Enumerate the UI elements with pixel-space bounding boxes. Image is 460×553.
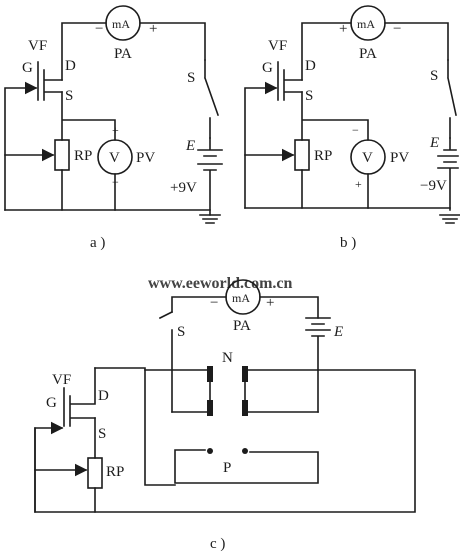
diagram-a-s-label: S bbox=[65, 88, 73, 104]
diagram-c-p-left-terminal bbox=[207, 448, 213, 454]
diagram-b: mA PA + − S E −9V VF G D S RP V PV − + b… bbox=[244, 5, 460, 251]
diagram-b-gate-wire bbox=[244, 81, 278, 209]
diagram-a-switch-label: S bbox=[187, 70, 195, 86]
diagram-c-switch-label: S bbox=[177, 324, 185, 340]
diagram-b-s-label: S bbox=[305, 88, 313, 104]
diagram-b-source-wire bbox=[301, 91, 369, 209]
diagram-b-e-label: E bbox=[429, 135, 439, 151]
diagram-a-v-label: V bbox=[109, 150, 120, 166]
diagram-c-p-label: P bbox=[223, 460, 231, 476]
diagram-a-switch bbox=[203, 59, 220, 139]
diagram-c-s-label: S bbox=[98, 426, 106, 442]
diagram-a-wire-top-right bbox=[139, 22, 206, 61]
diagram-b-caption: b ) bbox=[340, 235, 356, 251]
diagram-b-d-label: D bbox=[305, 58, 316, 74]
diagram-a-ground-icon bbox=[199, 214, 221, 224]
diagram-a-gate-wire bbox=[4, 81, 38, 211]
diagram-b-switch-label: S bbox=[430, 68, 438, 84]
diagram-c-p-wires bbox=[174, 449, 319, 484]
diagram-b-rp bbox=[294, 139, 310, 171]
diagram-a-voltage-label: +9V bbox=[170, 180, 197, 196]
diagram-b-v-label: V bbox=[362, 150, 373, 166]
diagram-c-n-wires bbox=[144, 369, 319, 413]
diagram-c-d-label: D bbox=[98, 388, 109, 404]
diagram-a-pa-label: PA bbox=[114, 46, 132, 62]
diagram-c-pa-left-sign: − bbox=[210, 295, 218, 311]
diagram-a-pa-right-sign: + bbox=[149, 21, 157, 37]
diagram-c-n-right-top bbox=[242, 366, 248, 382]
diagram-a-source-wire bbox=[61, 91, 116, 211]
diagram-b-ammeter-label: mA bbox=[357, 17, 375, 31]
diagram-a-d-label: D bbox=[65, 58, 76, 74]
diagram-b-transistor bbox=[277, 61, 303, 101]
diagram-a-pv-label: PV bbox=[136, 150, 155, 166]
diagram-a-ammeter-label: mA bbox=[112, 17, 130, 31]
diagram-a-caption: a ) bbox=[90, 235, 105, 251]
diagram-b-voltage-label: −9V bbox=[420, 178, 447, 194]
diagram-c-wire-drain bbox=[94, 367, 176, 486]
diagram-c-ammeter-label: mA bbox=[232, 291, 250, 305]
diagram-b-pv-bottom-sign: + bbox=[355, 177, 362, 191]
diagram-b-pa-left-sign: + bbox=[339, 21, 347, 37]
diagram-b-wire-top-right bbox=[384, 22, 449, 61]
diagram-b-wire-drain bbox=[301, 22, 352, 81]
diagram-c-e-label: E bbox=[333, 324, 343, 340]
diagram-c-gate-wire bbox=[34, 421, 64, 513]
diagram-b-ground-icon bbox=[439, 214, 460, 224]
diagram-c-rp bbox=[87, 457, 103, 489]
diagram-b-battery bbox=[437, 137, 459, 211]
diagram-c-switch bbox=[158, 310, 174, 413]
diagram-c: mA PA − + S E N P VF G D S bbox=[34, 279, 416, 552]
diagram-c-wire-top-right bbox=[259, 296, 319, 319]
diagram-a-wire-drain bbox=[61, 22, 107, 81]
diagram-c-battery bbox=[305, 317, 331, 413]
diagram-c-n-label: N bbox=[222, 350, 233, 366]
diagram-c-n-right-bottom bbox=[242, 400, 248, 416]
diagram-c-wire-outer bbox=[34, 369, 416, 513]
diagram-b-pa-right-sign: − bbox=[393, 21, 401, 37]
diagram-b-rp-label: RP bbox=[314, 148, 332, 164]
diagram-c-vf-label: VF bbox=[52, 372, 71, 388]
diagram-b-g-label: G bbox=[262, 60, 273, 76]
diagram-c-g-label: G bbox=[46, 395, 57, 411]
diagram-c-caption: c ) bbox=[210, 536, 225, 552]
diagram-c-pa-right-sign: + bbox=[266, 295, 274, 311]
diagram-b-switch bbox=[447, 59, 457, 139]
diagram-c-rp-label: RP bbox=[106, 464, 124, 480]
diagram-a-pv-top-sign: + bbox=[112, 123, 119, 137]
diagram-a-pa-left-sign: − bbox=[95, 21, 103, 37]
diagram-a: mA PA − + S E +9V VF G D S RP V P bbox=[4, 5, 223, 251]
diagram-b-vf-label: VF bbox=[268, 38, 287, 54]
diagram-c-pa-label: PA bbox=[233, 318, 251, 334]
diagram-a-battery bbox=[197, 137, 223, 216]
diagram-b-pa-label: PA bbox=[359, 46, 377, 62]
diagram-c-n-left-top bbox=[207, 366, 213, 382]
diagram-a-vf-label: VF bbox=[28, 38, 47, 54]
diagram-a-transistor bbox=[37, 61, 63, 101]
diagram-a-e-label: E bbox=[185, 138, 195, 154]
diagram-c-p-right-terminal bbox=[242, 448, 248, 454]
diagram-b-pv-top-sign: − bbox=[352, 123, 359, 137]
diagram-a-rp-label: RP bbox=[74, 148, 92, 164]
watermark: www.eeworld.com.cn bbox=[148, 275, 293, 292]
diagram-a-pv-bottom-sign: − bbox=[112, 175, 119, 189]
diagram-c-wire-top-left bbox=[171, 296, 227, 313]
diagram-c-n-left-bottom bbox=[207, 400, 213, 416]
diagram-a-g-label: G bbox=[22, 60, 33, 76]
diagram-c-transistor bbox=[63, 367, 96, 427]
diagram-b-pv-label: PV bbox=[390, 150, 409, 166]
diagram-a-rp bbox=[54, 139, 70, 171]
